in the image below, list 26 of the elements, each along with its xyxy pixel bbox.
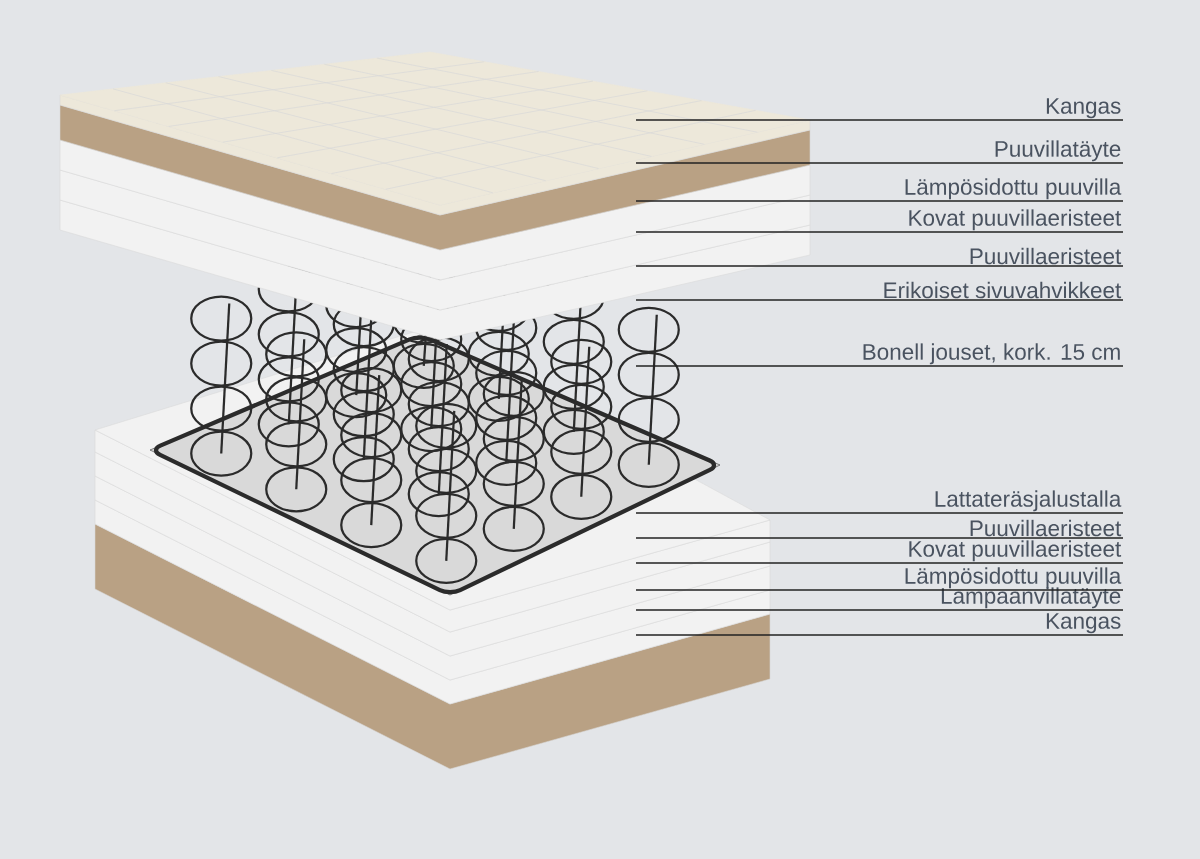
leader-line xyxy=(635,609,1124,611)
leader-line xyxy=(635,512,1124,514)
layer-label: Kangas xyxy=(1046,98,1121,119)
layer-label: Kovat puuvillaeristeet xyxy=(909,209,1122,231)
layer-label: Lämpösidottu puuvilla xyxy=(905,567,1122,589)
leader-line xyxy=(635,231,1124,233)
leader-line xyxy=(635,562,1124,564)
leader-line xyxy=(635,537,1124,539)
layer-label: Kovat puuvillaeristeet xyxy=(909,540,1122,562)
layer-label: Lampaanvillatäyte xyxy=(941,587,1121,609)
layer-label: Puuvillaeristeet xyxy=(970,519,1122,537)
leader-line xyxy=(635,119,1124,121)
leader-line xyxy=(635,299,1124,301)
leader-line xyxy=(635,589,1124,591)
leader-line xyxy=(635,200,1124,202)
leader-line xyxy=(635,265,1124,267)
layer-label: Lämpösidottu puuvilla xyxy=(905,178,1122,200)
layer-label: Erikoiset sivuvahvikkeet xyxy=(884,281,1122,299)
leader-line xyxy=(635,634,1124,636)
layer-label: Puuvillatäyte xyxy=(995,140,1121,162)
leader-line xyxy=(635,365,1124,367)
leader-line xyxy=(635,162,1124,164)
layer-label: Bonell jouset, kork. 15 cm xyxy=(863,343,1120,365)
layer-label: Kangas xyxy=(1046,613,1121,634)
layer-label: Lattateräsjalustalla xyxy=(935,490,1122,512)
layer-label: Puuvillaeristeet xyxy=(970,247,1122,265)
